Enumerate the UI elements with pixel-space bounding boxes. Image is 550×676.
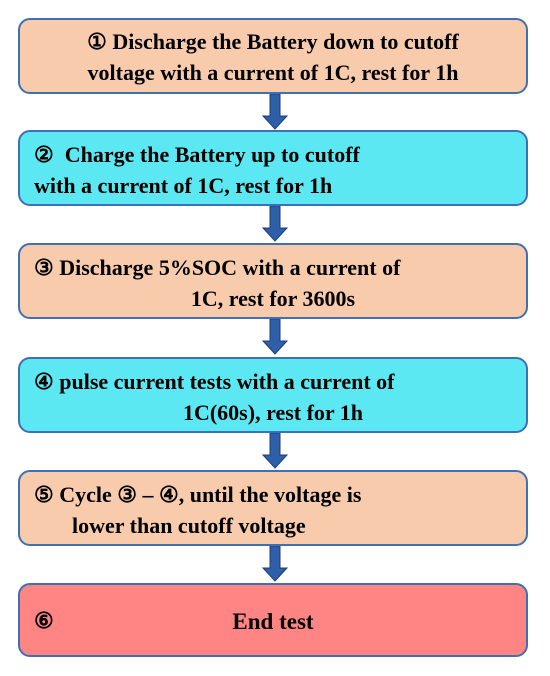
step-4-text-2: 1C(60s), rest for 1h — [182, 400, 364, 425]
down-arrow-icon — [262, 319, 288, 355]
step-5-text-1: Cycle ③ – ④, until the voltage is — [59, 482, 362, 507]
down-arrow-icon — [262, 546, 288, 582]
step-1-text-1: Discharge the Battery down to cutoff — [112, 29, 459, 54]
step-6-number: ⑥ — [34, 608, 54, 633]
step-3-number: ③ — [34, 255, 54, 280]
step-5-number: ⑤ — [34, 482, 54, 507]
step-4-line-1: ④ pulse current tests with a current of — [20, 366, 526, 397]
step-3-box: ③ Discharge 5%SOC with a current of 1C, … — [18, 243, 528, 319]
step-3-line-1: ③ Discharge 5%SOC with a current of — [20, 252, 526, 283]
step-5-box: ⑤ Cycle ③ – ④, until the voltage is lowe… — [18, 470, 528, 546]
step-2-text-2: with a current of 1C, rest for 1h — [34, 173, 333, 198]
step-5-line-1: ⑤ Cycle ③ – ④, until the voltage is — [20, 479, 526, 510]
step-1-line-1: ① Discharge the Battery down to cutoff — [20, 26, 526, 57]
step-1-number: ① — [87, 29, 107, 54]
step-2-number: ② — [34, 142, 54, 167]
step-6-box: ⑥ End test — [18, 583, 528, 657]
down-arrow-icon — [262, 94, 288, 130]
down-arrow-icon — [262, 433, 288, 469]
step-2-text-1: Charge the Battery up to cutoff — [64, 142, 360, 167]
step-6-text: End test — [232, 609, 314, 634]
step-4-number: ④ — [34, 369, 54, 394]
step-3-text-1: Discharge 5%SOC with a current of — [59, 255, 401, 280]
step-5-text-2: lower than cutoff voltage — [72, 513, 306, 538]
step-2-box: ② Charge the Battery up to cutoff with a… — [18, 130, 528, 206]
step-3-text-2: 1C, rest for 3600s — [190, 286, 356, 311]
step-1-box: ① Discharge the Battery down to cutoff v… — [18, 18, 528, 94]
step-4-text-1: pulse current tests with a current of — [59, 369, 395, 394]
step-4-box: ④ pulse current tests with a current of … — [18, 357, 528, 433]
step-2-line-1: ② Charge the Battery up to cutoff — [20, 139, 526, 170]
step-1-text-2: voltage with a current of 1C, rest for 1… — [87, 60, 459, 85]
down-arrow-icon — [262, 206, 288, 242]
